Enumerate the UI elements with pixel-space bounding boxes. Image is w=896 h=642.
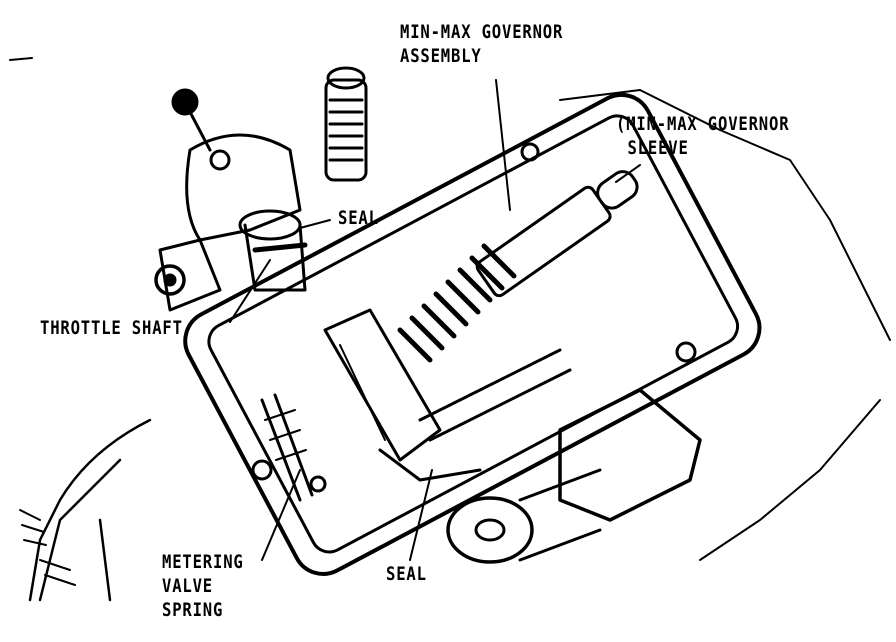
label-line: SPRING bbox=[162, 599, 224, 621]
adjusting-screw bbox=[324, 66, 368, 182]
label-line: SEAL bbox=[338, 207, 379, 229]
metering-valve-spring bbox=[260, 393, 314, 502]
governor-spring bbox=[397, 243, 517, 363]
label-line: VALVE bbox=[162, 575, 214, 597]
label-line: MIN-MAX GOVERNOR bbox=[400, 21, 564, 43]
bolt bbox=[251, 459, 273, 481]
label-throttle-shaft: THROTTLE SHAFT bbox=[40, 316, 183, 340]
throttle-lever bbox=[154, 88, 302, 312]
pump-hatching bbox=[19, 509, 76, 586]
bolt bbox=[309, 475, 327, 493]
throttle-shaft-seal bbox=[238, 209, 308, 292]
label-line: SLEEVE bbox=[627, 137, 689, 159]
label-seal-bottom: SEAL bbox=[386, 562, 427, 586]
label-line: ASSEMBLY bbox=[400, 45, 482, 67]
bolt bbox=[520, 142, 540, 162]
lower-lever-block bbox=[446, 388, 702, 564]
label-line: METERING bbox=[162, 551, 244, 573]
governor-arm bbox=[323, 308, 572, 482]
pump-body-outline bbox=[9, 57, 891, 561]
governor-housing bbox=[183, 92, 762, 576]
label-min-max-governor-assembly: MIN-MAX GOVERNOR ASSEMBLY bbox=[400, 20, 563, 68]
pump-lower-body bbox=[28, 418, 152, 602]
label-metering-valve-spring: METERING VALVE SPRING bbox=[162, 550, 244, 622]
label-line: THROTTLE SHAFT bbox=[40, 317, 183, 339]
label-seal-top: SEAL bbox=[338, 206, 379, 230]
label-line: (MIN-MAX GOVERNOR bbox=[616, 113, 790, 135]
label-line: SEAL bbox=[386, 563, 427, 585]
leader-lines bbox=[229, 79, 641, 561]
governor-sleeve bbox=[475, 170, 639, 298]
label-min-max-governor-sleeve: (MIN-MAX GOVERNOR SLEEVE bbox=[616, 112, 789, 160]
bolt bbox=[675, 341, 697, 363]
